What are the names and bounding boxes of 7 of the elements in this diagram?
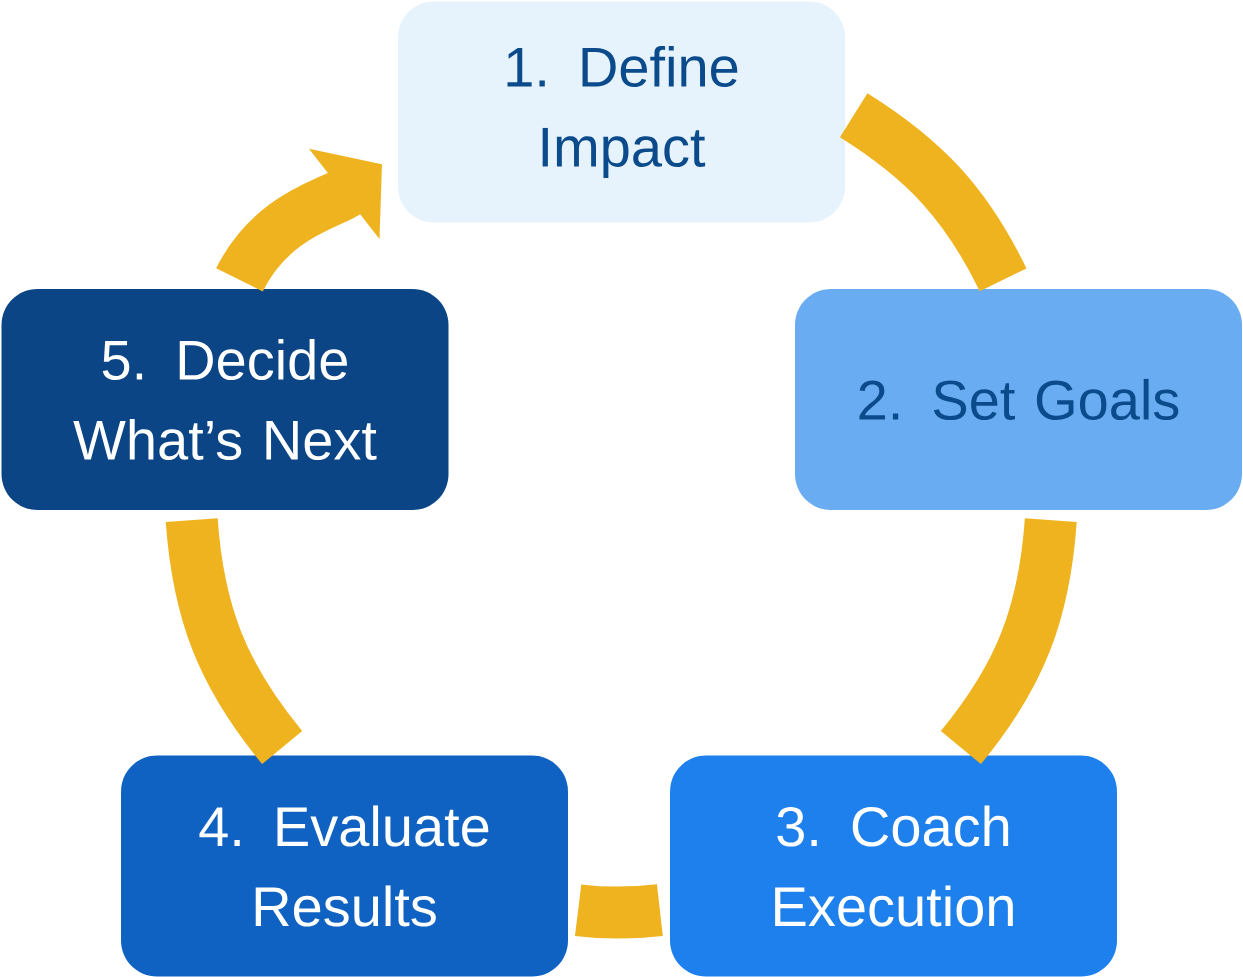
process-box: 2. Set Goals [795, 289, 1242, 510]
process-box: 5. Decide What’s Next [1, 289, 449, 510]
curved-arrow [216, 148, 382, 293]
curved-band [575, 884, 663, 939]
process-box: 4. Evaluate Results [121, 755, 568, 977]
process-box: 1. Define Impact [398, 1, 845, 223]
process-box: 3. Coach Execution [670, 755, 1117, 977]
